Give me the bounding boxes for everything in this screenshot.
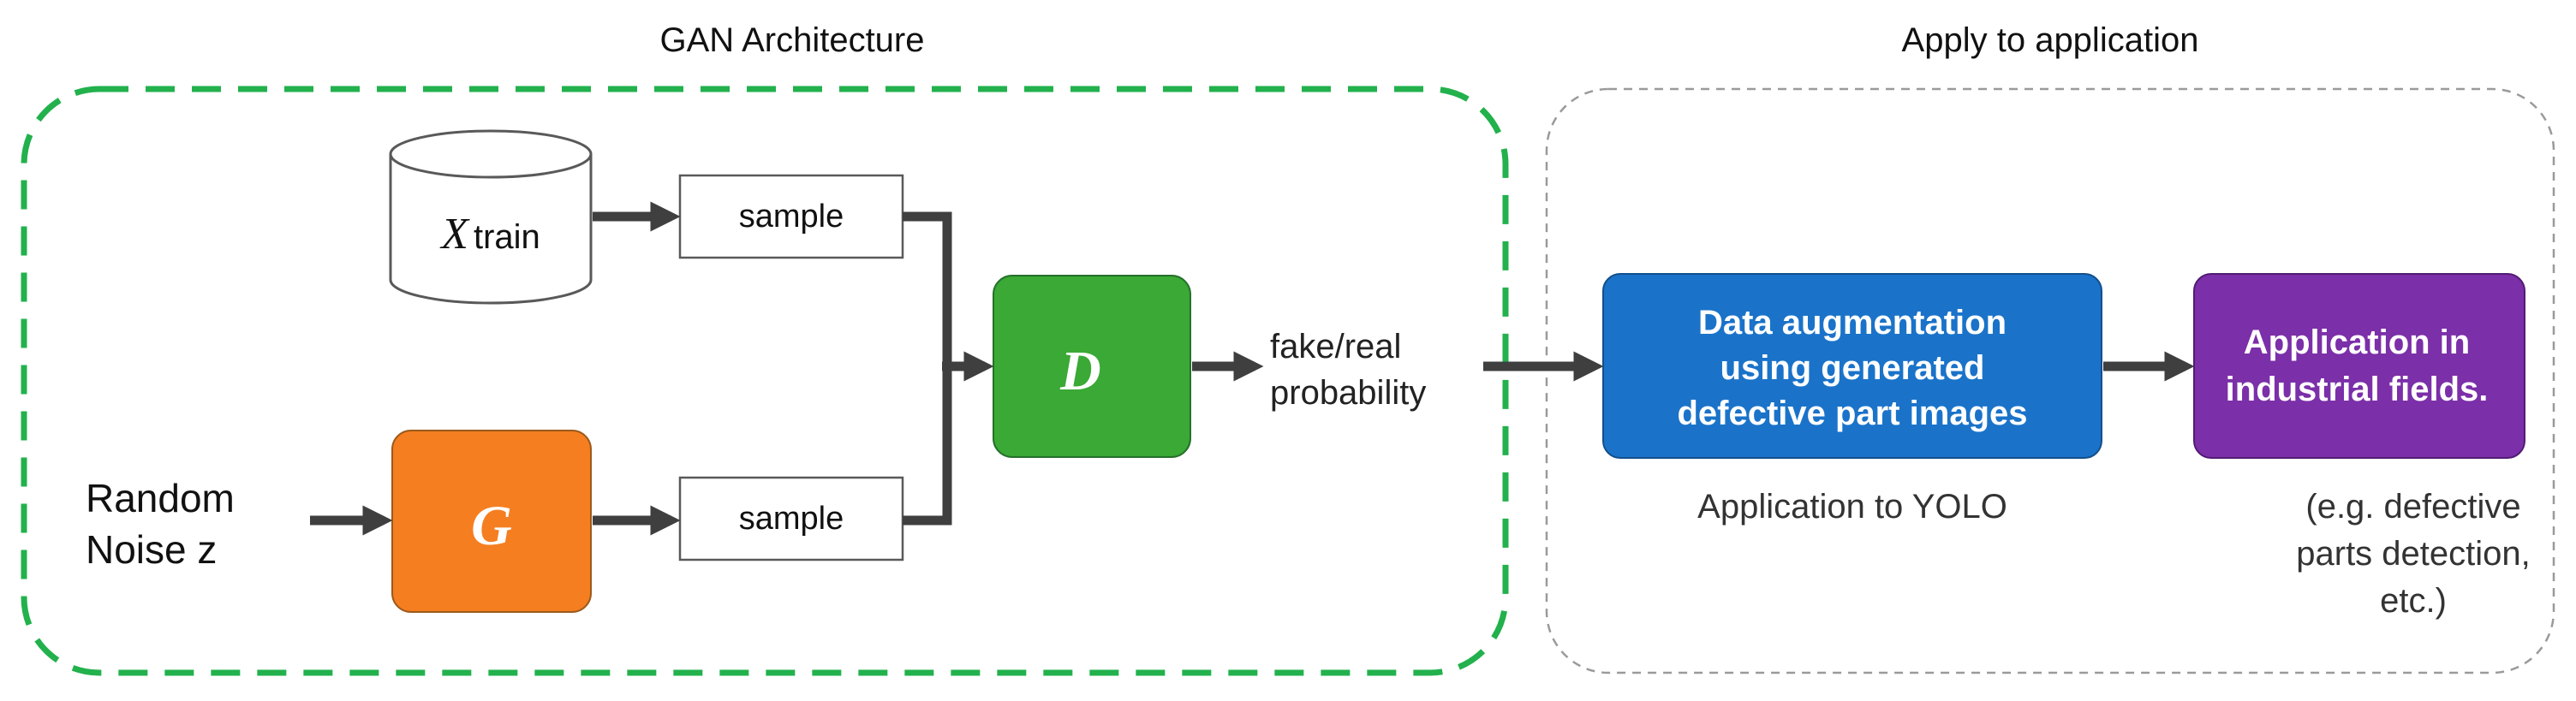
- connector-real-sample: [903, 211, 952, 366]
- random-noise-label-line2: Noise z: [86, 527, 217, 572]
- generator-symbol: G: [471, 495, 512, 557]
- gan-architecture-title: GAN Architecture: [659, 21, 924, 59]
- probability-label: probability: [1270, 374, 1426, 412]
- connector-generated-sample: [903, 366, 952, 526]
- industrial-line-1: Application in: [2244, 324, 2470, 361]
- industrial-caption-line-3: etc.): [2380, 582, 2447, 620]
- sample-real-label: sample: [739, 199, 844, 235]
- augmentation-caption: Application to YOLO: [1697, 488, 2007, 526]
- augmentation-line-2: using generated: [1720, 349, 1985, 387]
- augmentation-line-3: defective part images: [1677, 395, 2027, 432]
- industrial-application-node: [2193, 273, 2525, 459]
- fake-real-label: fake/real: [1270, 328, 1401, 365]
- industrial-line-2: industrial fields.: [2226, 371, 2489, 408]
- random-noise-label: Random: [86, 476, 235, 520]
- apply-to-application-title: Apply to application: [1902, 21, 2199, 59]
- industrial-caption-line-1: (e.g. defective: [2305, 488, 2520, 526]
- sample-box-generated: [678, 476, 904, 561]
- application-frame: [1545, 87, 2555, 674]
- augmentation-line-1: Data augmentation: [1698, 304, 2007, 342]
- discriminator-symbol: D: [1059, 340, 1101, 402]
- sample-generated-label: sample: [739, 501, 844, 537]
- industrial-caption-line-2: parts detection,: [2296, 535, 2531, 573]
- gan-architecture-frame: [21, 86, 1509, 676]
- arrows: [310, 201, 2195, 536]
